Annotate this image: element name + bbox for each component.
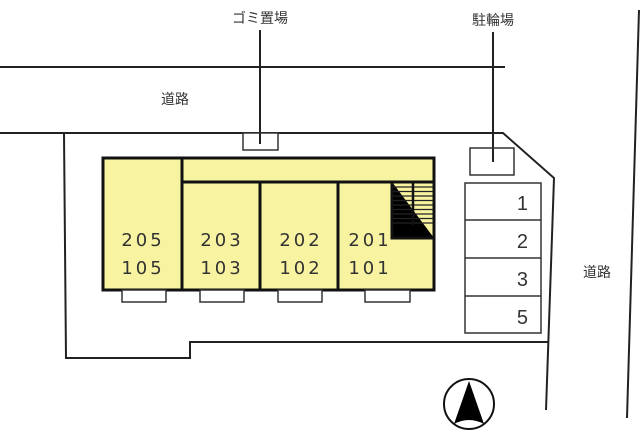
parking-lot: 1 2 3 5 bbox=[464, 182, 542, 334]
balcony bbox=[199, 289, 245, 303]
unit-202: 202 bbox=[279, 230, 322, 251]
building bbox=[101, 156, 436, 292]
unit-201: 201 bbox=[348, 230, 391, 251]
north-arrow-icon bbox=[443, 378, 495, 430]
bicycle-label: 駐輪場 bbox=[472, 12, 514, 29]
parking-space-1: 1 bbox=[517, 193, 528, 215]
site-boundary-left-bottom bbox=[63, 132, 548, 359]
garbage-label: ゴミ置場 bbox=[232, 10, 288, 27]
stairs bbox=[390, 182, 434, 240]
balcony bbox=[364, 289, 411, 303]
road-label-right: 道路 bbox=[583, 265, 611, 281]
road-label-top: 道路 bbox=[161, 92, 189, 108]
parking-space-5: 5 bbox=[517, 307, 528, 329]
unit-103: 103 bbox=[200, 258, 243, 279]
balcony bbox=[121, 289, 167, 303]
unit-105: 105 bbox=[121, 258, 164, 279]
balcony bbox=[277, 289, 323, 303]
unit-102: 102 bbox=[279, 258, 322, 279]
road-edge-right bbox=[626, 9, 640, 419]
parking-space-3: 3 bbox=[517, 269, 528, 291]
unit-101: 101 bbox=[348, 258, 391, 279]
parking-space-2: 2 bbox=[517, 231, 528, 253]
unit-203: 203 bbox=[200, 230, 243, 251]
unit-205: 205 bbox=[121, 230, 164, 251]
